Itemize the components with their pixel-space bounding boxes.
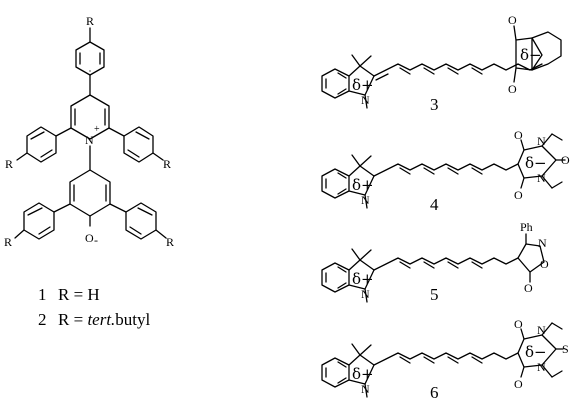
carbonyl-oxygen-bottom: O <box>514 377 523 391</box>
compound-4-label: 4 <box>430 195 439 214</box>
merocyanine-3: δ+ O O δ− <box>321 13 562 109</box>
r-substituent-top: R <box>86 14 94 28</box>
delta-plus-label: δ+ <box>352 365 374 383</box>
phenoxide-oxygen: O <box>85 231 94 245</box>
nitrogen-bottom: N <box>537 171 546 185</box>
carbonyl-oxygen-top: O <box>514 128 523 142</box>
negative-charge: - <box>94 233 98 247</box>
r-substituent-left: R <box>5 157 13 171</box>
carbonyl-oxygen-bottom: O <box>508 82 517 96</box>
thione-sulfur: S <box>562 342 569 356</box>
legend-compound-1-number: 1 <box>38 285 47 304</box>
substituent-legend: 1 R = H 2 R = tert.butyl <box>38 285 151 329</box>
betaine-dye-structure: R N + R R O - <box>4 14 174 249</box>
isoxazole-oxygen: O <box>540 257 549 271</box>
phenoxide-ring <box>69 169 111 217</box>
merocyanine-5: δ+ Ph N O O <box>321 220 549 303</box>
merocyanine-6: δ+ O O N N S δ− <box>321 317 569 398</box>
delta-minus-label: δ− <box>520 46 542 64</box>
nitrogen-top: N <box>537 134 546 148</box>
r-substituent-lower-left: R <box>4 235 12 249</box>
delta-plus-label: δ+ <box>352 270 374 288</box>
compound-5-label: 5 <box>430 285 439 304</box>
nitrogen-bottom: N <box>537 360 546 374</box>
r-substituent-lower-right: R <box>166 235 174 249</box>
legend-compound-1-text: R = H <box>58 285 100 304</box>
pyridinium-nitrogen: N <box>85 133 94 147</box>
r-substituent-right: R <box>163 157 171 171</box>
carbonyl-oxygen-right: O <box>561 153 570 167</box>
indoline-nitrogen: N <box>361 193 370 207</box>
compound-3-label: 3 <box>430 95 439 114</box>
legend-compound-2-number: 2 <box>38 310 47 329</box>
positive-charge: + <box>94 124 100 135</box>
isoxazole-nitrogen: N <box>538 236 547 250</box>
delta-minus-label: δ− <box>525 154 547 172</box>
legend-compound-2-text: R = tert.butyl <box>58 310 151 329</box>
carbonyl-oxygen-top: O <box>514 317 523 331</box>
carbonyl-oxygen: O <box>524 281 533 295</box>
nitrogen-top: N <box>537 323 546 337</box>
delta-plus-label: δ+ <box>352 76 374 94</box>
compound-6-label: 6 <box>430 383 439 402</box>
indoline-nitrogen: N <box>361 287 370 301</box>
indoline-nitrogen: N <box>361 382 370 396</box>
pyridinium-ring <box>70 94 110 140</box>
indoline-nitrogen: N <box>361 93 370 107</box>
delta-minus-label: δ− <box>525 343 547 361</box>
carbonyl-oxygen-bottom: O <box>514 188 523 202</box>
delta-plus-label: δ+ <box>352 176 374 194</box>
phenyl-label: Ph <box>520 220 533 234</box>
carbonyl-oxygen-top: O <box>508 13 517 27</box>
merocyanine-4: δ+ O O N N O δ− <box>321 128 570 209</box>
